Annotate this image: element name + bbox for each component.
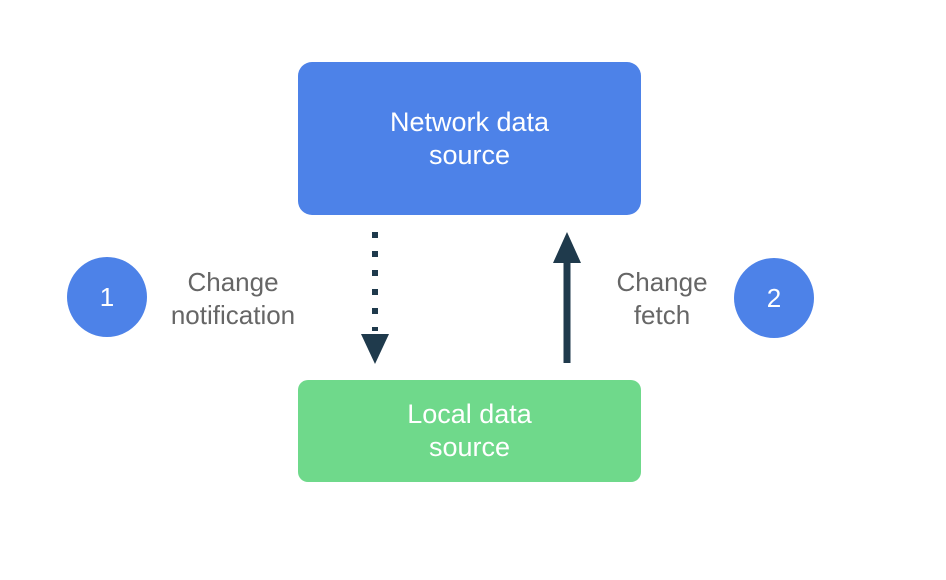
step-2-number: 2: [766, 282, 782, 313]
change-notification-arrow-down: [361, 232, 389, 364]
local-data-source-node: Local data source: [298, 380, 641, 482]
step-1-number: 1: [99, 281, 115, 312]
change-fetch-label: Change fetch: [616, 267, 708, 330]
local-node-label: Local data source: [407, 399, 532, 462]
step-2-badge: 2: [734, 258, 814, 338]
network-data-source-node: Network data source: [298, 62, 641, 215]
step-1-badge: 1: [67, 257, 147, 337]
change-notification-label: Change notification: [170, 267, 296, 330]
network-node-label: Network data source: [389, 106, 550, 170]
